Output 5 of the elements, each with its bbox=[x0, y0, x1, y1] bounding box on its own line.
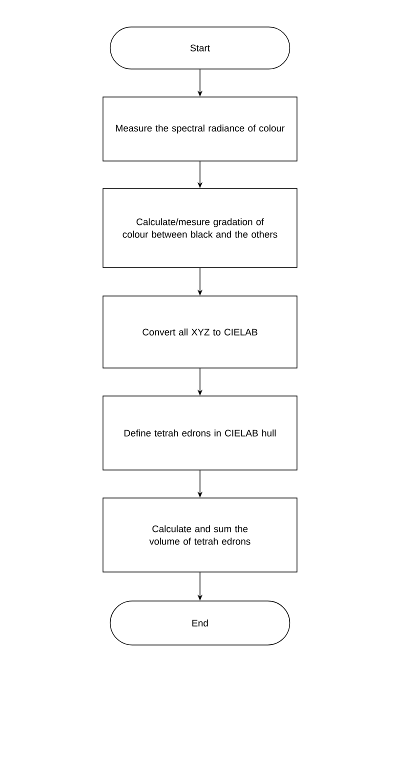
process-box: Convert all XYZ to CIELAB bbox=[102, 296, 298, 368]
process-box: Define tetrah edrons in CIELAB hull bbox=[102, 396, 298, 470]
process-box: Calculate and sum the volume of tetrah edrons bbox=[102, 498, 298, 572]
process-box: Measure the spectral radiance of colour bbox=[102, 96, 298, 162]
process-box: Calculate/mesure gradation of colour between black and the others bbox=[102, 188, 298, 268]
